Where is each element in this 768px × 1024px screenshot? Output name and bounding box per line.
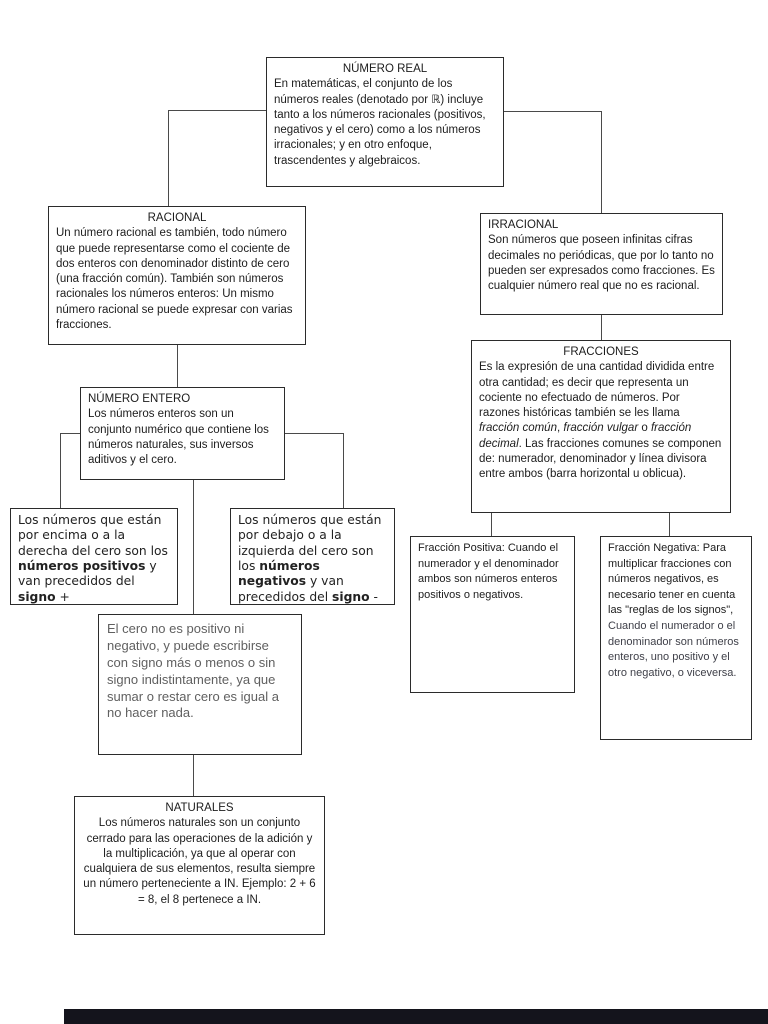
fracciones-text: , — [556, 422, 564, 435]
connector-entero-to-positivos-vertical — [60, 433, 61, 508]
box-numeros-positivos: Los números que están por encima o a la … — [10, 508, 178, 605]
box-racional: RACIONAL Un número racional es también, … — [48, 206, 306, 345]
box-fracciones-title: FRACCIONES — [563, 346, 639, 358]
connector-real-to-irracional-horizontal — [504, 111, 602, 112]
connector-real-to-racional-vertical — [168, 110, 169, 206]
fracciones-text: o — [638, 422, 651, 435]
box-fraccion-negativa: Fracción Negativa: Para multiplicar frac… — [600, 536, 752, 740]
box-fracciones-body: Es la expresión de una cantidad dividida… — [479, 361, 721, 480]
box-numero-real-body: En matemáticas, el conjunto de los númer… — [274, 78, 486, 167]
connector-fracciones-to-negativa — [669, 513, 670, 536]
box-numero-entero-title: NÚMERO ENTERO — [88, 393, 191, 405]
fracciones-text: . Las fracciones comunes se componen de:… — [479, 437, 722, 481]
box-fraccion-negativa-body: Fracción Negativa: Para multiplicar frac… — [608, 542, 739, 679]
negativos-text: y van precedidos del — [238, 574, 344, 604]
fraccion-negativa-text-2: Cuando el numerador o el denominador son… — [608, 620, 739, 679]
connector-entero-to-positivos-horizontal — [60, 433, 80, 434]
positivos-bold-signo: signo — [18, 589, 56, 604]
box-numeros-positivos-body: Los números que están por encima o a la … — [18, 513, 168, 604]
positivos-text: Los números que están por encima o a la … — [18, 513, 168, 558]
box-irracional-body: Son números que poseen infinitas cifras … — [488, 234, 715, 293]
fracciones-italic-decimal: fracción decimal — [479, 422, 692, 450]
connector-entero-to-cero — [193, 480, 194, 614]
fracciones-italic-vulgar: fracción vulgar — [563, 422, 639, 435]
box-fraccion-positiva-body: Fracción Positiva: Cuando el numerador y… — [418, 542, 559, 601]
box-irracional-title: IRRACIONAL — [488, 219, 559, 231]
connector-cero-to-naturales — [193, 755, 194, 796]
box-el-cero: El cero no es positivo ni negativo, y pu… — [98, 614, 302, 755]
box-el-cero-body: El cero no es positivo ni negativo, y pu… — [107, 621, 279, 721]
fracciones-italic-comun: fracción común — [479, 422, 557, 435]
connector-fracciones-to-positiva — [491, 513, 492, 536]
box-racional-title: RACIONAL — [147, 212, 207, 224]
box-numero-entero: NÚMERO ENTERO Los números enteros son un… — [80, 387, 285, 480]
fraccion-negativa-text-1: Fracción Negativa: Para multiplicar frac… — [608, 542, 736, 617]
box-fraccion-positiva: Fracción Positiva: Cuando el numerador y… — [410, 536, 575, 693]
box-numero-real: NÚMERO REAL En matemáticas, el conjunto … — [266, 57, 504, 187]
box-numeros-negativos-body: Los números que están por debajo o a la … — [238, 513, 381, 604]
box-naturales-title: NATURALES — [165, 802, 234, 814]
positivos-text: + — [55, 589, 70, 604]
connector-racional-to-entero — [177, 345, 178, 387]
fracciones-text: Es la expresión de una cantidad dividida… — [479, 361, 715, 420]
box-naturales: NATURALES Los números naturales son un c… — [74, 796, 325, 935]
box-irracional: IRRACIONAL Son números que poseen infini… — [480, 213, 723, 315]
connector-real-to-irracional-vertical — [601, 111, 602, 213]
negativos-text: Los números que están por debajo o a la … — [238, 513, 382, 574]
negativos-bold-numeros-negativos: números negativos — [238, 559, 320, 589]
bottom-page-bar — [64, 1009, 768, 1024]
negativos-text: - — [369, 589, 378, 604]
box-numeros-negativos: Los números que están por debajo o a la … — [230, 508, 395, 605]
box-fracciones: FRACCIONES Es la expresión de una cantid… — [471, 340, 731, 513]
connector-entero-to-negativos-horizontal — [285, 433, 343, 434]
connector-real-to-racional-horizontal — [168, 110, 266, 111]
connector-irracional-to-fracciones — [601, 315, 602, 340]
box-racional-body: Un número racional es también, todo núme… — [56, 227, 293, 331]
negativos-bold-signo: signo — [332, 589, 370, 604]
connector-entero-to-negativos-vertical — [343, 433, 344, 508]
positivos-text: y van precedidos del — [18, 559, 157, 589]
box-numero-real-title: NÚMERO REAL — [342, 63, 428, 75]
box-numero-entero-body: Los números enteros son un conjunto numé… — [88, 408, 269, 467]
box-naturales-body: Los números naturales son un conjunto ce… — [83, 817, 316, 906]
positivos-bold-numeros-positivos: números positivos — [18, 559, 146, 574]
